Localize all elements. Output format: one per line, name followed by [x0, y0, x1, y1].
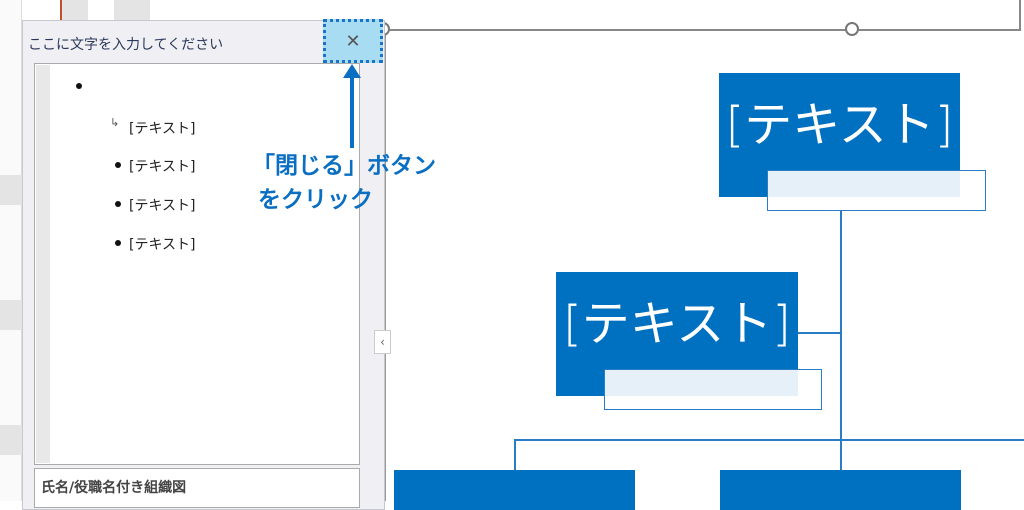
bullet-icon — [115, 162, 121, 168]
assistant-shape-subtext[interactable] — [604, 369, 822, 410]
connector — [840, 211, 842, 470]
text-pane-title: ここに文字を入力してください — [28, 37, 224, 53]
background-tab — [62, 0, 88, 20]
top-shape-subtext[interactable] — [767, 170, 986, 211]
bullet-icon — [115, 201, 121, 207]
slide-frame-top — [385, 29, 1021, 31]
bullet-icon — [76, 83, 82, 89]
top-shape-subtext-fill — [768, 171, 960, 197]
annotation-arrow — [350, 74, 354, 148]
slide-frame-right — [1019, 0, 1021, 30]
child-shape[interactable] — [720, 470, 961, 510]
close-button[interactable]: ✕ — [323, 19, 383, 63]
close-icon: ✕ — [345, 30, 361, 52]
slide-frame-left — [384, 30, 386, 501]
chevron-left-icon: ‹ — [380, 335, 385, 349]
layout-description: 氏名/役職名付き組織図 — [34, 468, 360, 508]
annotation-line1: 「閉じる」ボタン — [252, 153, 436, 179]
collapse-pane-button[interactable]: ‹ — [374, 330, 391, 354]
background-tab — [114, 0, 150, 20]
resize-handle[interactable] — [845, 22, 859, 36]
background-tab — [0, 300, 22, 330]
background-accent — [60, 0, 62, 20]
text-pane-gutter — [36, 65, 50, 463]
text-pane-item[interactable]: [テキスト] — [129, 237, 196, 253]
text-pane-item[interactable]: [テキスト] — [129, 121, 196, 137]
indent-arrow-icon: ↳ — [110, 116, 120, 129]
connector — [514, 439, 516, 470]
child-shape[interactable] — [394, 470, 635, 510]
bullet-icon — [115, 240, 121, 246]
background-ruler — [0, 0, 22, 501]
text-pane-item[interactable]: [テキスト] — [129, 198, 196, 214]
annotation-arrowhead — [343, 64, 361, 78]
text-pane-input[interactable] — [34, 63, 360, 465]
connector — [798, 332, 841, 334]
assistant-shape-subtext-fill — [605, 370, 798, 396]
background-tab — [0, 175, 22, 205]
text-pane-item[interactable]: [テキスト] — [129, 159, 196, 175]
connector — [515, 439, 1024, 441]
background-tab — [0, 425, 22, 455]
annotation-line2: をクリック — [258, 187, 373, 213]
